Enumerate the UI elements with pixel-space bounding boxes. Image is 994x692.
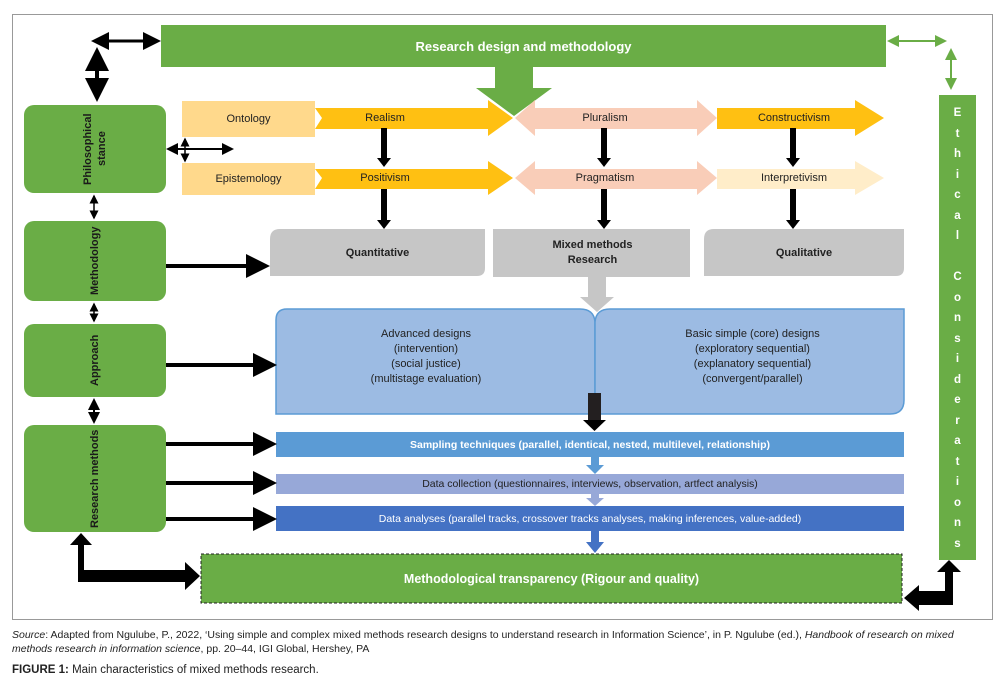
ethics-letter: t	[955, 127, 960, 140]
methodology-box	[24, 221, 166, 301]
pluralism-arrow	[515, 100, 717, 136]
source-caption: Source: Adapted from Ngulube, P., 2022, …	[12, 628, 987, 656]
source-text: : Adapted from Ngulube, P., 2022, ‘Using…	[45, 629, 805, 641]
basic-designs-text: Basic simple (core) designs (exploratory…	[605, 322, 900, 392]
approach-box	[24, 324, 166, 397]
ethics-letter: n	[953, 312, 962, 324]
source-label: Source	[12, 629, 46, 641]
advanced-designs-title: Advanced designs	[381, 328, 471, 340]
ethics-letter	[956, 247, 959, 268]
figure-frame	[12, 14, 993, 620]
basic-designs-item: (convergent/parallel)	[702, 373, 803, 385]
epistemology-label: Epistemology	[215, 173, 282, 185]
figure-label: FIGURE 1:	[12, 664, 69, 676]
ethics-letter: i	[955, 168, 960, 181]
basic-designs-box	[594, 308, 905, 415]
research-methods-label: Research methods	[89, 429, 101, 528]
down-arrows-epi-meth	[377, 189, 800, 229]
sampling-label: Sampling techniques (parallel, identical…	[410, 438, 770, 451]
philosophical-stance-box	[24, 105, 166, 193]
ethics-letter: s	[954, 537, 961, 550]
figure-caption: FIGURE 1: Main characteristics of mixed …	[12, 663, 987, 677]
analyses-bar	[276, 506, 904, 531]
sampling-to-collection-arrow	[586, 457, 604, 474]
constructivism-label: Constructivism	[757, 112, 831, 124]
constructivism-arrow	[717, 100, 884, 136]
interpretivism-arrow	[717, 161, 884, 195]
mixed-methods-label: Mixed methods Research	[552, 239, 633, 266]
transparency-box	[200, 553, 903, 604]
ethics-letter: o	[953, 291, 962, 304]
ethics-letter: o	[953, 496, 962, 509]
collection-bar	[276, 474, 904, 494]
ethics-letter: i	[955, 476, 960, 488]
quantitative-box	[270, 229, 485, 276]
basic-designs-item: (explanatory sequential)	[693, 358, 812, 370]
source-book: Handbook of research on mixed methods re…	[12, 629, 954, 655]
research-design-banner	[161, 25, 886, 67]
figure-text: Main characteristics of mixed methods re…	[68, 664, 319, 676]
ethical-considerations-column	[939, 95, 976, 560]
pragmatism-arrow	[515, 161, 717, 195]
ontology-label: Ontology	[226, 113, 271, 125]
approach-label: Approach	[89, 334, 101, 387]
qualitative-label: Qualitative	[775, 246, 833, 259]
ethics-letter: n	[953, 517, 962, 529]
ethics-letter: a	[954, 435, 961, 447]
ontology-box	[182, 101, 315, 137]
ethics-letter: e	[954, 394, 961, 406]
mixed-methods-box	[493, 229, 690, 277]
pragmatism-label: Pragmatism	[575, 172, 635, 184]
advanced-designs-item: (intervention)	[393, 343, 459, 355]
ethics-letter: E	[953, 107, 962, 119]
ethics-letter: s	[954, 332, 961, 345]
ethics-letter: C	[953, 271, 962, 283]
epistemology-box	[182, 163, 315, 195]
positivism-arrow	[315, 161, 513, 195]
advanced-designs-item: (multistage evaluation)	[370, 373, 482, 385]
designs-down-stem	[588, 393, 601, 423]
collection-to-analyses-arrow	[586, 494, 604, 506]
advanced-designs-text: Advanced designs (intervention) (social …	[276, 322, 576, 392]
rm-transparency-elbow-arrow	[70, 533, 200, 590]
ethics-letter: t	[955, 455, 960, 468]
ethics-letter: c	[954, 189, 961, 201]
designs-down-arrowhead	[583, 420, 606, 431]
research-methods-box	[24, 425, 166, 532]
transparency-label: Methodological transparency (Rigour and …	[403, 571, 700, 586]
basic-designs-title: Basic simple (core) designs	[685, 328, 820, 340]
advanced-designs-item: (social justice)	[391, 358, 461, 370]
realism-arrow	[315, 100, 513, 136]
analyses-label: Data analyses (parallel tracks, crossove…	[378, 512, 802, 525]
ethics-letter: l	[955, 230, 960, 242]
methodology-label: Methodology	[89, 226, 101, 296]
ethics-letter: d	[953, 373, 962, 386]
banner-title: Research design and methodology	[415, 38, 632, 54]
interpretivism-label: Interpretivism	[760, 172, 828, 184]
ethics-letter: r	[955, 414, 960, 427]
pluralism-label: Pluralism	[582, 112, 628, 124]
positivism-label: Positivism	[360, 172, 410, 184]
down-arrows-ont-epi	[377, 128, 800, 167]
ethics-letter: h	[953, 148, 962, 160]
philosophical-stance-label: Philosophical stance	[82, 113, 108, 185]
analyses-to-transparency-arrow	[586, 531, 604, 553]
ethics-letter: a	[954, 209, 961, 222]
basic-designs-item: (exploratory sequential)	[695, 343, 810, 355]
collection-label: Data collection (questionnaires, intervi…	[422, 478, 758, 490]
transparency-ethics-elbow-arrow	[904, 560, 961, 611]
mixed-down-arrow	[580, 277, 614, 312]
source-tail: , pp. 20–44, IGI Global, Hershey, PA	[200, 643, 370, 655]
banner-down-arrow	[476, 67, 552, 116]
sampling-bar	[276, 432, 904, 457]
ethics-letter: i	[955, 353, 960, 365]
quantitative-label: Quantitative	[345, 246, 410, 259]
realism-label: Realism	[365, 112, 405, 124]
qualitative-box	[704, 229, 904, 276]
